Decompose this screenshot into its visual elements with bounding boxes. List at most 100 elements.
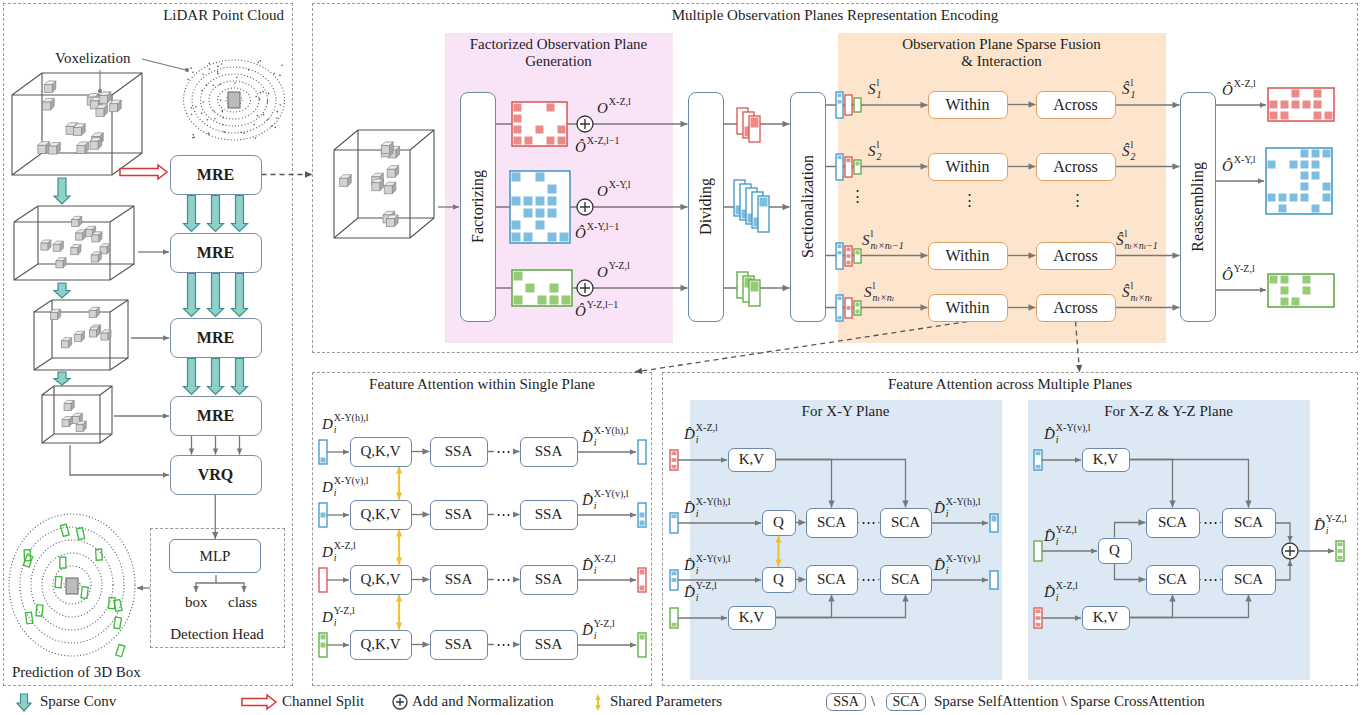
math-label: D̂X-Y(h),li [934, 497, 981, 519]
connector [1008, 252, 1036, 258]
math-symbol: D [322, 480, 333, 495]
math-symbol: l [871, 229, 904, 239]
script-stack: X-Z,li [696, 423, 718, 445]
section-cell [992, 516, 997, 522]
voxel [372, 179, 384, 183]
arrow-line [327, 514, 349, 515]
edge-label: ⋯ [1201, 572, 1220, 587]
plane-grid [510, 171, 570, 243]
voxel [44, 85, 52, 93]
connector [396, 595, 402, 630]
panel-title: Multiple Observation Planes Representati… [313, 7, 1357, 24]
section-cell [672, 578, 677, 582]
sparse-conv-arrow [232, 274, 248, 317]
plane-cell [1312, 161, 1320, 169]
ego-vehicle [228, 92, 240, 108]
text-label: ⋮ [962, 192, 977, 209]
point-cloud [222, 110, 224, 112]
voxel [98, 138, 102, 150]
leader-dot [185, 68, 189, 72]
section-cell [640, 513, 645, 518]
math-label: D̂Y-Z,li [1314, 514, 1347, 536]
plane-cell [536, 126, 544, 134]
section-cell [847, 254, 851, 258]
section-strip [854, 249, 861, 263]
plane-cell [524, 233, 533, 242]
point-cloud [248, 69, 250, 71]
section-strip [746, 188, 757, 224]
arrowhead [982, 520, 988, 525]
voxel [57, 142, 61, 154]
arrowhead [828, 501, 834, 508]
attention-box: Q,K,V [350, 437, 412, 467]
math-symbol: Ŝ [1116, 233, 1124, 248]
section-strip [836, 243, 843, 269]
voxel [78, 245, 81, 255]
voxel [388, 150, 396, 158]
voxel [41, 243, 48, 250]
sparse-conv-arrow [54, 372, 70, 385]
section-cell [640, 586, 645, 591]
section-strip [670, 570, 678, 590]
arrowhead [513, 448, 520, 454]
math-symbol: O [597, 265, 608, 280]
attention-box: Q,K,V [350, 630, 412, 660]
voxel [83, 421, 86, 431]
point-cloud [217, 71, 219, 73]
voxel [72, 413, 82, 416]
connector-line [724, 123, 790, 124]
math-symbol: nₗ×nₗ [873, 293, 895, 303]
voxel [380, 179, 384, 191]
arrowhead [902, 501, 908, 508]
section-cell [672, 515, 677, 519]
point-cloud [222, 124, 224, 126]
plane-cell [1301, 194, 1309, 202]
voxel [90, 97, 102, 101]
arrow-line [1216, 104, 1266, 105]
math-symbol: l [1131, 78, 1136, 88]
section-strip [758, 196, 769, 232]
box-label: Q [1109, 542, 1120, 559]
arrowhead [396, 595, 402, 602]
voxel [384, 182, 396, 186]
point-cloud [279, 75, 281, 77]
math-symbol: X-Z,l [334, 541, 356, 551]
connector [724, 204, 790, 210]
point-cloud [255, 96, 257, 98]
box-label: Within [946, 247, 990, 265]
point-cloud [259, 98, 261, 100]
voxel [389, 145, 393, 157]
arrow-line [1216, 289, 1266, 290]
script-stack: X-Y(v),li [946, 554, 981, 576]
connector [184, 196, 248, 232]
plane-cell [548, 197, 557, 206]
box-label: Across [1053, 96, 1097, 114]
edge-label: ⋯ [494, 507, 513, 522]
point-cloud [214, 118, 216, 120]
attention-box: SSA [430, 630, 488, 660]
voxel [89, 327, 99, 330]
arrow-line [327, 579, 349, 580]
attention-box: Q,K,V [350, 565, 412, 595]
math-label: OX-Y,l [597, 180, 631, 202]
math-label: ÔX-Z,l [1222, 79, 1256, 101]
section-cell [760, 198, 768, 207]
connector-line [1115, 523, 1146, 538]
attention-box: Q [762, 510, 796, 536]
arrowhead [453, 204, 459, 209]
plane-cell [1314, 101, 1322, 109]
voxel [51, 312, 58, 319]
math-symbol: Ŝ [1122, 144, 1130, 159]
plane-cell [1281, 287, 1289, 295]
predicted-box [55, 576, 62, 587]
math-symbol: Ŝ [1122, 82, 1130, 97]
connector-line [1130, 460, 1249, 508]
arrowhead [681, 285, 688, 291]
math-symbol: S [868, 82, 876, 97]
attention-box: SCA [1222, 565, 1276, 595]
box-label: SSA [445, 636, 473, 653]
process-box: Within [928, 91, 1008, 119]
section-strip [990, 571, 998, 589]
predicted-box [23, 555, 32, 567]
edge-label: ⋯ [494, 444, 513, 459]
